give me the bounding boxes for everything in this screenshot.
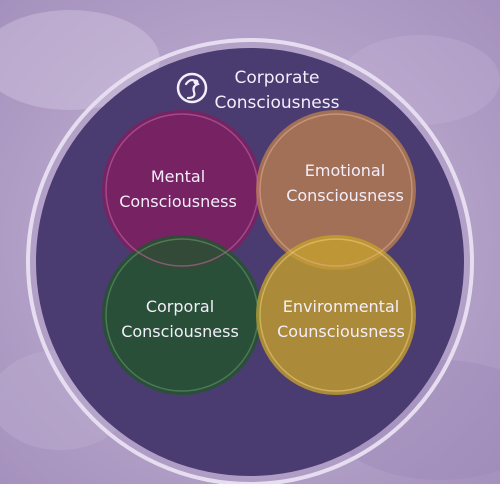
mental-label-line-1: Mental: [151, 167, 205, 186]
title-line-1: Corporate: [235, 68, 320, 88]
title-line-2: Consciousness: [215, 93, 340, 113]
swirl-figure-icon: [176, 72, 208, 104]
corporal-label-line-1: Corporal: [146, 297, 214, 316]
outer-ring: [26, 38, 474, 484]
corporal-label-line-2: Consciousness: [121, 322, 239, 341]
ring-corporal: [105, 238, 259, 392]
emotional-label-line-2: Consciousness: [286, 186, 404, 205]
circle-environmental: [256, 235, 416, 395]
mental-label-line-2: Consciousness: [119, 192, 237, 211]
ring-environmental: [259, 238, 413, 392]
circle-corporal: [102, 235, 262, 395]
circle-mental: [102, 110, 262, 270]
circle-emotional: [256, 110, 416, 270]
emotional-label-line-1: Emotional: [305, 161, 385, 180]
environmental-label-line-1: Environmental: [283, 297, 399, 316]
environmental-label-line-2: Counsciousness: [277, 322, 405, 341]
ring-emotional: [259, 113, 413, 267]
ring-mental: [105, 113, 259, 267]
